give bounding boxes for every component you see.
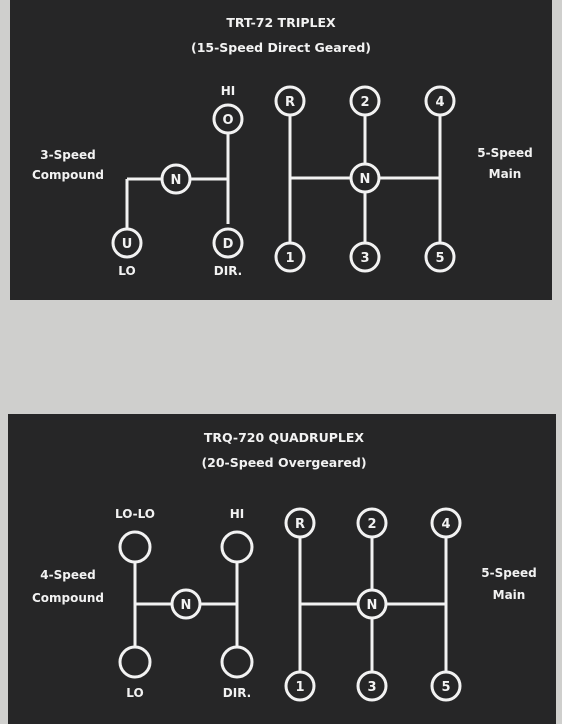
triplex-hi-label: HI [221, 84, 236, 98]
quadruplex-gear-reverse: R [284, 507, 316, 539]
svg-text:5: 5 [435, 251, 444, 266]
quadruplex-gear-4: 4 [430, 507, 462, 539]
quadruplex-right-label-line2: Main [493, 588, 526, 602]
quadruplex-gear-lolo [118, 530, 152, 564]
triplex-gear-lo: U [111, 227, 143, 259]
svg-text:2: 2 [367, 517, 376, 532]
svg-text:R: R [295, 517, 305, 532]
triplex-dir-label: DIR. [214, 264, 242, 278]
quadruplex-left-label-line1: 4-Speed [40, 568, 95, 582]
svg-text:U: U [122, 237, 133, 252]
triplex-gear-reverse: R [274, 85, 306, 117]
quadruplex-left-label-line2: Compound [32, 591, 104, 605]
quadruplex-lo-label: LO [126, 686, 143, 700]
triplex-gear-4: 4 [424, 85, 456, 117]
triplex-shift-pattern: TRT-72 TRIPLEX (15-Speed Direct Geared) … [32, 15, 533, 278]
triplex-gear-1: 1 [274, 241, 306, 273]
svg-text:3: 3 [367, 680, 376, 695]
svg-text:5: 5 [441, 680, 450, 695]
triplex-right-label-line2: Main [489, 167, 522, 181]
quadruplex-subtitle: (20-Speed Overgeared) [201, 455, 366, 470]
svg-text:1: 1 [295, 680, 304, 695]
quadruplex-right-label-line1: 5-Speed [481, 566, 536, 580]
quadruplex-gear-compound-neutral: N [170, 588, 202, 620]
quadruplex-hi-label: HI [230, 507, 245, 521]
svg-text:4: 4 [441, 517, 450, 532]
triplex-gear-2: 2 [349, 85, 381, 117]
triplex-gear-5: 5 [424, 241, 456, 273]
svg-text:O: O [222, 113, 233, 128]
triplex-gear-3: 3 [349, 241, 381, 273]
svg-text:3: 3 [360, 251, 369, 266]
quadruplex-gear-main-neutral: N [356, 588, 388, 620]
quadruplex-gear-5: 5 [430, 670, 462, 702]
triplex-gear-main-neutral: N [349, 162, 381, 194]
quadruplex-shift-pattern: TRQ-720 QUADRUPLEX (20-Speed Overgeared)… [32, 430, 537, 702]
svg-text:N: N [171, 173, 182, 188]
quadruplex-gear-3: 3 [356, 670, 388, 702]
svg-text:N: N [181, 598, 192, 613]
triplex-gear-hi: O [212, 103, 244, 135]
svg-text:R: R [285, 95, 295, 110]
quadruplex-dir-label: DIR. [223, 686, 251, 700]
svg-text:1: 1 [285, 251, 294, 266]
svg-text:2: 2 [360, 95, 369, 110]
svg-text:N: N [360, 172, 371, 187]
triplex-title: TRT-72 TRIPLEX [226, 15, 336, 30]
triplex-subtitle: (15-Speed Direct Geared) [191, 40, 371, 55]
quadruplex-lolo-label: LO-LO [115, 507, 155, 521]
quadruplex-diagram-panel: TRQ-720 QUADRUPLEX (20-Speed Overgeared)… [8, 414, 556, 724]
quadruplex-gear-1: 1 [284, 670, 316, 702]
triplex-lo-label: LO [118, 264, 135, 278]
svg-text:D: D [223, 237, 234, 252]
triplex-diagram-panel: TRT-72 TRIPLEX (15-Speed Direct Geared) … [10, 0, 552, 300]
quadruplex-gear-direct [220, 645, 254, 679]
triplex-gear-direct: D [212, 227, 244, 259]
triplex-left-label-line2: Compound [32, 168, 104, 182]
triplex-left-label-line1: 3-Speed [40, 148, 95, 162]
quadruplex-gear-2: 2 [356, 507, 388, 539]
triplex-gear-compound-neutral: N [160, 163, 192, 195]
quadruplex-title: TRQ-720 QUADRUPLEX [204, 430, 365, 445]
quadruplex-gear-hi [220, 530, 254, 564]
quadruplex-gear-lo [118, 645, 152, 679]
svg-text:N: N [367, 598, 378, 613]
svg-text:4: 4 [435, 95, 444, 110]
triplex-right-label-line1: 5-Speed [477, 146, 532, 160]
